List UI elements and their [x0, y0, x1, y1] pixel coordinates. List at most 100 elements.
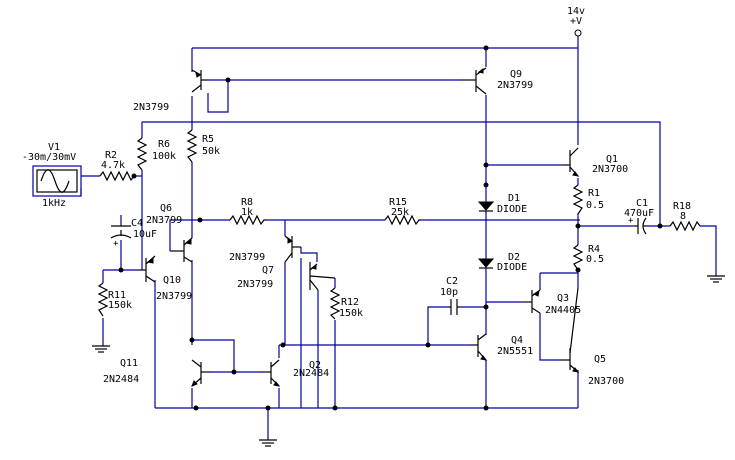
q5-name: Q5 [594, 354, 606, 365]
transistor-q11 [191, 359, 210, 387]
r15-value: 25k [391, 207, 409, 218]
q11-value: 2N2484 [103, 374, 139, 385]
r1-value: 0.5 [586, 200, 604, 211]
r15-name: R15 [389, 197, 407, 208]
resistor-r5 [186, 129, 198, 163]
q3-name: Q3 [557, 293, 569, 304]
q7-value-top: 2N3799 [229, 252, 265, 263]
q3-value: 2N4405 [545, 305, 581, 316]
q9-value: 2N3799 [497, 80, 533, 91]
resistor-r18 [669, 220, 701, 232]
resistors [97, 129, 701, 320]
r18-name: R18 [673, 201, 691, 212]
wires [80, 33, 717, 440]
capacitor-c2 [448, 299, 460, 315]
diode-d1 [477, 185, 495, 220]
q10-name: Q10 [163, 275, 181, 286]
q4-value: 2N5551 [497, 346, 533, 357]
q7-value: 2N3799 [237, 279, 273, 290]
c4-name: C4 [131, 218, 143, 229]
resistor-r6 [136, 137, 148, 171]
transistors [138, 67, 580, 387]
q7-name: Q7 [262, 265, 274, 276]
ground-icon [259, 439, 277, 447]
transistor-q10 [138, 255, 156, 283]
capacitor-c1 [634, 217, 648, 235]
r12-value: 150k [339, 308, 363, 319]
r2-name: R2 [105, 150, 117, 161]
r2-value: 4.7k [101, 160, 125, 171]
q8-value: 2N3799 [133, 102, 169, 113]
d2-name: D2 [508, 252, 520, 263]
svg-text:+: + [628, 216, 634, 226]
transistor-q5 [560, 287, 580, 373]
resistor-r11 [97, 282, 109, 317]
d1-name: D1 [508, 193, 520, 204]
resistor-r8 [229, 214, 266, 226]
diode-d2 [477, 255, 495, 272]
resistor-r15 [384, 214, 421, 226]
q1-value: 2N3700 [592, 164, 628, 175]
v1-name: V1 [48, 142, 60, 153]
q2-name: Q2 [309, 360, 321, 371]
resistor-r12 [329, 287, 341, 320]
q1-name: Q1 [606, 154, 618, 165]
r8-value: 1k [241, 207, 253, 218]
q4-name: Q4 [511, 335, 523, 346]
supply-voltage-label: 14v [567, 6, 585, 17]
transistor-q4 [470, 333, 488, 361]
svg-text:+: + [113, 239, 119, 249]
v1-amplitude: -30m/30mV [22, 152, 76, 163]
c1-value: 470uF [624, 208, 654, 219]
r4-name: R4 [588, 244, 600, 255]
r5-name: R5 [202, 134, 214, 145]
ground-icon [707, 275, 725, 283]
r4-value: 0.5 [586, 254, 604, 265]
r11-value: 150k [108, 300, 132, 311]
r11-name: R11 [108, 290, 126, 301]
r1-name: R1 [588, 188, 600, 199]
r18-value: 8 [680, 211, 686, 222]
resistor-r4 [572, 244, 584, 271]
q11-name: Q11 [120, 358, 138, 369]
r6-name: R6 [158, 139, 170, 150]
r8-name: R8 [241, 197, 253, 208]
q6-value: 2N3799 [146, 215, 182, 226]
r5-value: 50k [202, 146, 220, 157]
capacitor-c4 [110, 225, 132, 239]
c1-name: C1 [636, 198, 648, 209]
supply-node-label: +V [570, 16, 582, 27]
transistor-q3 [523, 289, 541, 314]
transistor-q2 [309, 262, 336, 291]
capacitors [110, 217, 648, 315]
labels: 14v +V V1 -30m/30mV 1kHz R2 4.7k R6 100k… [22, 6, 691, 387]
transistor-q8 [191, 69, 208, 93]
q6-name: Q6 [160, 203, 172, 214]
c2-value: 10p [440, 287, 458, 298]
diodes [477, 185, 495, 272]
q10-value: 2N3799 [156, 291, 192, 302]
d1-value: DIODE [497, 204, 527, 215]
v1-frequency: 1kHz [42, 198, 66, 209]
resistor-r1 [572, 184, 584, 215]
transistor-mirror-right [262, 359, 281, 387]
c4-value: 10uF [133, 229, 157, 240]
r12-name: R12 [341, 297, 359, 308]
resistor-r2 [99, 170, 135, 182]
transistor-q7 [284, 235, 301, 263]
transistor-q1 [563, 147, 580, 177]
q5-value: 2N3700 [588, 376, 624, 387]
transistor-q6 [170, 237, 193, 263]
r6-value: 100k [152, 151, 176, 162]
q2-value: 2N2484 [293, 368, 329, 379]
d2-value: DIODE [497, 262, 527, 273]
ground-icon [92, 345, 110, 353]
voltage-source-v1 [32, 165, 82, 197]
c2-name: C2 [446, 276, 458, 287]
junction-dots [118, 29, 663, 411]
q9-name: Q9 [510, 69, 522, 80]
transistor-q9 [460, 67, 487, 95]
ground-symbols [92, 275, 725, 447]
